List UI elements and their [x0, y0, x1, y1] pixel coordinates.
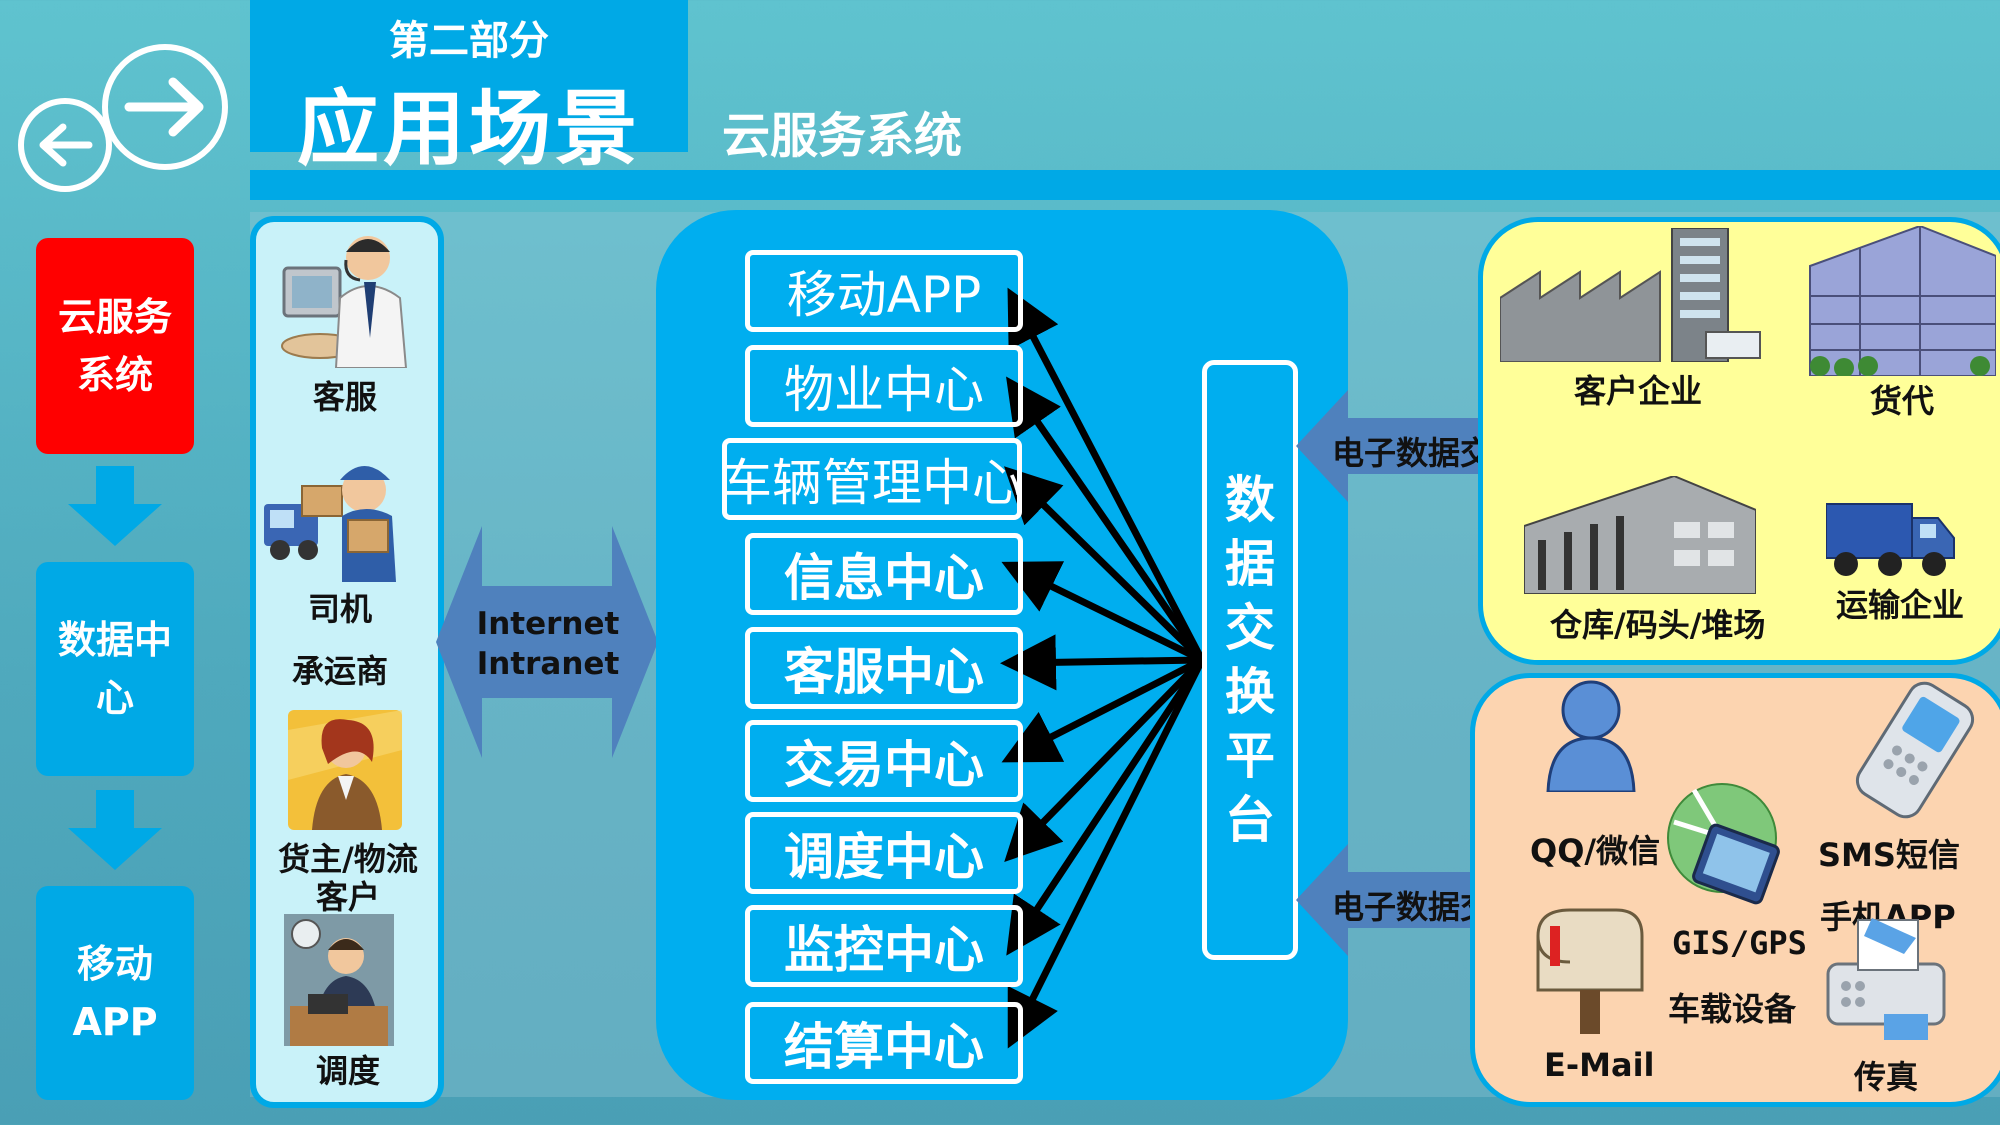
sidebar-down-arrow-icon	[68, 466, 162, 546]
truck-icon	[1826, 503, 1955, 576]
module-information-center[interactable]: 信息中心	[745, 533, 1023, 615]
sidebar-item-cloud-service[interactable]: 云服务系统	[36, 238, 194, 454]
office-building-icon	[1809, 226, 1996, 376]
enterprise-label: 仓库/码头/堆场	[1550, 606, 1766, 644]
actor-label: 客服	[312, 378, 377, 416]
enterprise-label: 运输企业	[1836, 586, 1965, 624]
actor-label: 调度	[315, 1052, 380, 1090]
actor-label: 承运商	[291, 652, 388, 690]
dispatcher-icon	[284, 914, 394, 1046]
enterprise-label: 货代	[1870, 382, 1935, 420]
gps-map-icon	[1667, 783, 1780, 905]
sidebar-item-label: 数据中心	[57, 618, 172, 720]
forward-button[interactable]	[102, 44, 228, 170]
channel-label: E-Mail	[1544, 1046, 1655, 1084]
network-label-intranet: Intranet	[476, 646, 620, 682]
module-property-center[interactable]: 物业中心	[745, 345, 1023, 427]
module-settlement-center[interactable]: 结算中心	[745, 1002, 1023, 1084]
module-customer-service-center[interactable]: 客服中心	[745, 627, 1023, 709]
back-button[interactable]	[18, 98, 112, 192]
mailbox-icon	[1536, 908, 1644, 1034]
channel-label: 车载设备	[1668, 990, 1797, 1028]
platform-label: 数据交换平台	[1225, 471, 1275, 849]
delivery-driver-icon	[264, 466, 396, 582]
actor-label: 客户	[315, 878, 380, 916]
module-monitoring-center[interactable]: 监控中心	[745, 905, 1023, 987]
shipper-woman-icon	[288, 710, 402, 830]
header-subtitle: 第二部分	[389, 18, 549, 64]
channel-label: SMS短信	[1818, 836, 1960, 874]
sidebar-item-data-center[interactable]: 数据中心	[36, 562, 194, 776]
arrow-right-icon	[108, 50, 222, 164]
module-mobile-app[interactable]: 移动APP	[745, 250, 1023, 332]
mobile-phone-icon	[1855, 681, 1975, 819]
data-exchange-platform: 数据交换平台	[1202, 360, 1298, 960]
module-vehicle-management[interactable]: 车辆管理中心	[722, 438, 1022, 520]
channel-label: GIS/GPS	[1672, 924, 1807, 962]
actor-label: 司机	[307, 590, 372, 628]
header-box	[250, 0, 688, 152]
title-divider-band	[250, 170, 2000, 200]
module-trading-center[interactable]: 交易中心	[745, 720, 1023, 802]
fax-icon	[1826, 918, 1946, 1040]
module-connector-arrows	[1000, 287, 1206, 1049]
warehouse-icon	[1524, 476, 1756, 594]
sidebar-down-arrow-icon	[68, 790, 162, 870]
actor-label: 货主/物流	[278, 840, 418, 878]
sidebar-item-label: 云服务系统	[57, 295, 172, 397]
headset-agent-icon	[281, 236, 408, 368]
internet-intranet-double-arrow	[436, 526, 658, 758]
channel-label: 传真	[1854, 1058, 1919, 1096]
module-dispatch-center[interactable]: 调度中心	[745, 812, 1023, 894]
enterprise-label: 客户企业	[1574, 372, 1703, 410]
factory-icon	[1500, 228, 1761, 362]
channel-label: QQ/微信	[1530, 832, 1661, 870]
arrow-left-icon	[24, 104, 106, 186]
page-title: 应用场景	[296, 82, 641, 177]
network-label-internet: Internet	[476, 606, 620, 642]
section-title: 云服务系统	[722, 108, 963, 164]
user-icon	[1546, 680, 1636, 792]
sidebar-item-label: 移动APP	[72, 942, 158, 1044]
sidebar-item-mobile-app[interactable]: 移动APP	[36, 886, 194, 1100]
